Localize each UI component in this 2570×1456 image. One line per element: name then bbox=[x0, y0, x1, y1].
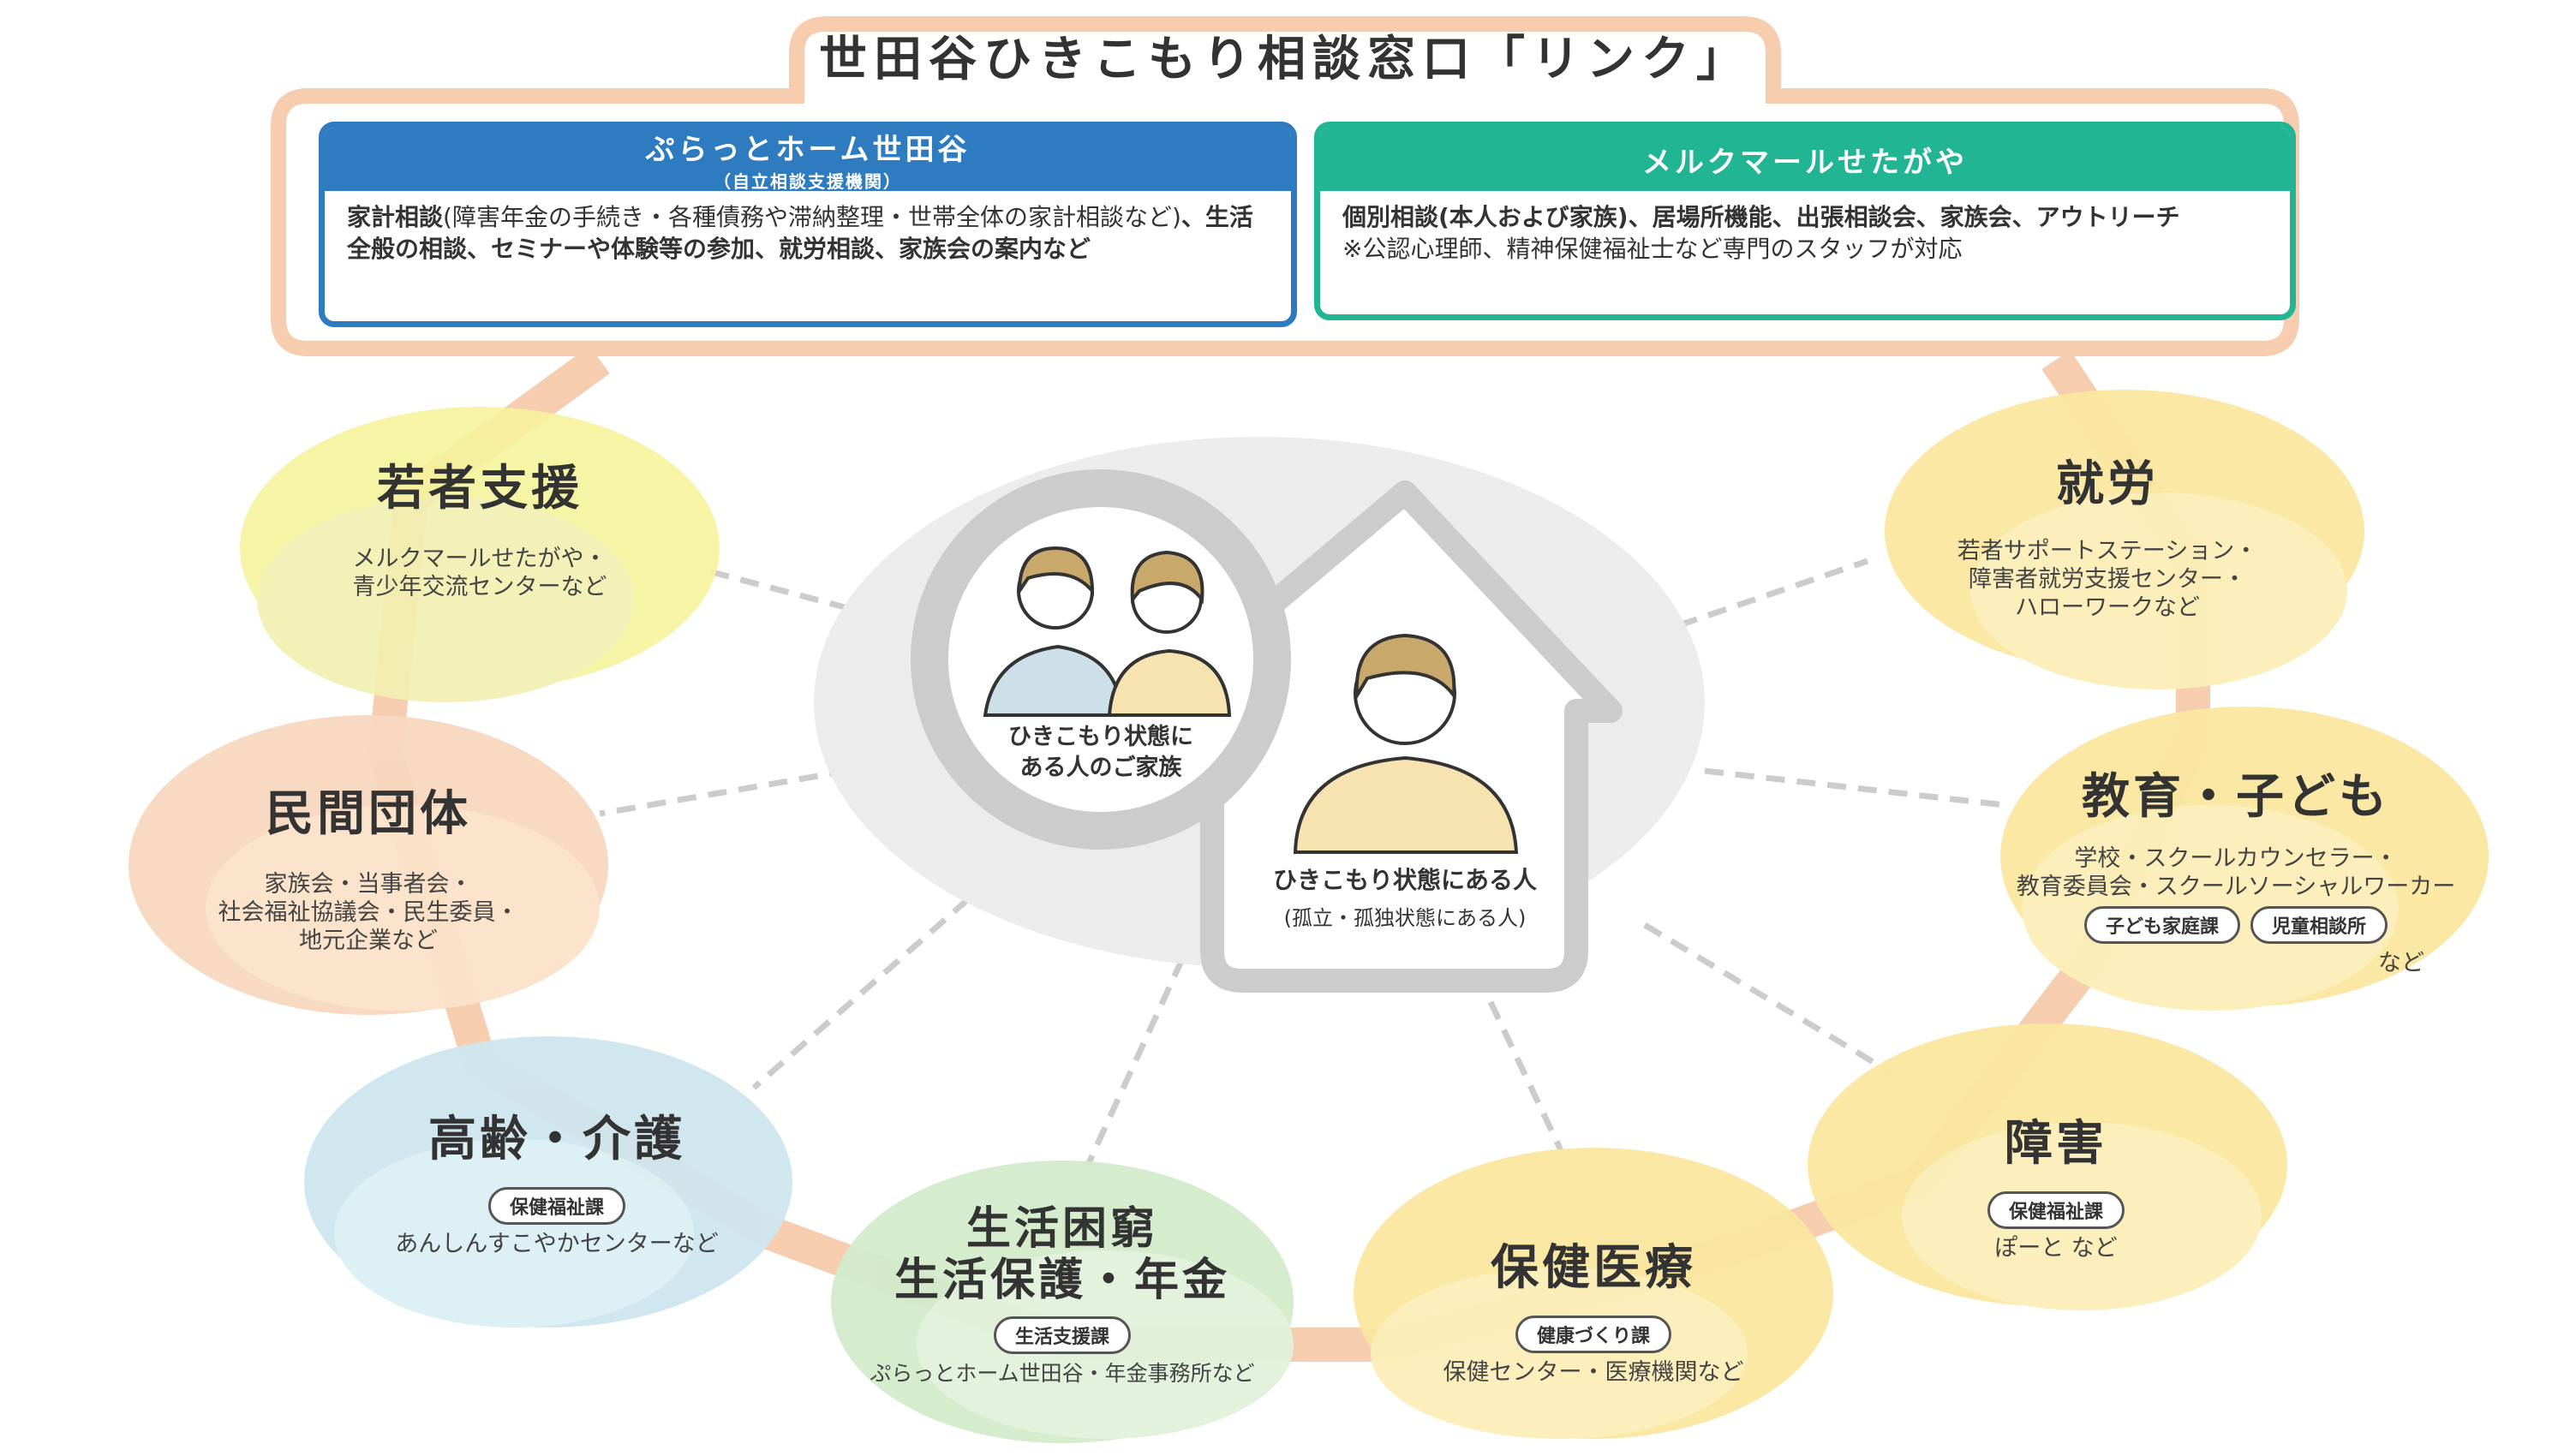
org-card-merkmal: メルクマールせたがや 個別相談(本人および家族)、居場所機能、出張相談会、家族会… bbox=[1314, 122, 2296, 320]
person-label: ひきこもり状態にある人 (孤立・孤独状態にある人) bbox=[1234, 862, 1576, 931]
cluster-desc: 保健センター・医療機関など bbox=[1443, 1359, 1744, 1386]
cluster-desc: 学校・スクールカウンセラー・ bbox=[2074, 845, 2398, 872]
org-card-header: メルクマールせたがや bbox=[1320, 128, 2290, 191]
private-blob bbox=[128, 715, 608, 1015]
org-card-plat-home: ぷらっとホーム世田谷 （自立相談支援機関） 家計相談(障害年金の手続き・各種債務… bbox=[319, 122, 1297, 327]
cluster-desc: 地元企業など bbox=[299, 928, 438, 954]
cluster-youth-support: 若者支援 メルクマールせたがや・ 青少年交流センターなど bbox=[283, 450, 677, 601]
cluster-poverty-pension: 生活困窮 生活保護・年金 生活支援課 ぷらっとホーム世田谷・年金事務所など bbox=[840, 1203, 1285, 1387]
org-name: メルクマールせたがや bbox=[1642, 145, 1968, 180]
cluster-desc: 青少年交流センターなど bbox=[352, 574, 607, 600]
department-tag: 子ども家庭課 bbox=[2083, 906, 2240, 944]
cluster-title: 高齢・介護 bbox=[428, 1112, 685, 1167]
cluster-desc: ぽーと など bbox=[1994, 1235, 2118, 1262]
cluster-desc: 社会福祉協議会・民生委員・ bbox=[218, 899, 519, 926]
org-subtitle: （自立相談支援機関） bbox=[714, 171, 902, 192]
org-description: 個別相談(本人および家族)、居場所機能、出張相談会、家族会、アウトリーチ ※公認… bbox=[1320, 191, 2290, 275]
cluster-desc: など bbox=[2378, 950, 2424, 976]
cluster-title: 教育・子ども bbox=[2082, 769, 2390, 825]
cluster-education-children: 教育・子ども 学校・スクールカウンセラー・ 教育委員会・スクールソーシャルワーカ… bbox=[2013, 758, 2459, 977]
cluster-health-medical: 保健医療 健康づくり課 保健センター・医療機関など bbox=[1388, 1229, 1799, 1387]
person-label-sub: (孤立・孤独状態にある人) bbox=[1283, 906, 1527, 930]
cluster-title: 生活困窮 bbox=[965, 1203, 1158, 1255]
cluster-title: 保健医療 bbox=[1491, 1240, 1696, 1296]
person-label-main: ひきこもり状態にある人 bbox=[1272, 866, 1537, 894]
work-blob bbox=[1885, 390, 2364, 689]
cluster-desc: 家族会・当事者会・ bbox=[264, 871, 473, 898]
disability-blob bbox=[1808, 1023, 2287, 1310]
cluster-title: 生活保護・年金 bbox=[894, 1255, 1230, 1306]
cluster-title: 障害 bbox=[2005, 1116, 2107, 1172]
cluster-title: 民間団体 bbox=[266, 786, 471, 842]
org-desc-note: ※公認心理師、精神保健福祉士など専門のスタッフが対応 bbox=[1342, 235, 1963, 263]
cluster-elderly-care: 高齢・介護 保健福祉課 あんしんすこやかセンターなど bbox=[343, 1101, 771, 1258]
family-illustration bbox=[983, 546, 1232, 717]
cluster-desc: 若者サポートステーション・ bbox=[1957, 538, 2258, 564]
org-card-header: ぷらっとホーム世田谷 （自立相談支援機関） bbox=[325, 128, 1291, 192]
cluster-desc: 障害者就労支援センター・ bbox=[1969, 566, 2246, 593]
cluster-employment: 就労 若者サポートステーション・ 障害者就労支援センター・ ハローワークなど bbox=[1910, 445, 2304, 622]
health-blob bbox=[1354, 1148, 1833, 1439]
department-tag: 児童相談所 bbox=[2250, 906, 2388, 944]
person-illustration bbox=[1293, 633, 1519, 854]
department-tag: 保健福祉課 bbox=[487, 1187, 625, 1225]
org-desc-line: 個別相談(本人および家族)、居場所機能、出張相談会、家族会、アウトリーチ bbox=[1342, 203, 2180, 231]
cluster-title: 若者支援 bbox=[377, 461, 583, 516]
dashed-connectors bbox=[599, 558, 2005, 1167]
cluster-desc: ハローワークなど bbox=[2015, 594, 2200, 621]
org-desc-part: 、生活全般の相談、セミナーや体験等の参加、就労相談、家族会の案内など bbox=[347, 203, 1253, 263]
cluster-title: 就労 bbox=[2056, 456, 2159, 512]
family-label: ひきこもり状態に ある人のご家族 bbox=[951, 722, 1251, 784]
org-desc-part: 家計相談 bbox=[347, 203, 444, 231]
cluster-disability: 障害 保健福祉課 ぽーと など bbox=[1885, 1105, 2227, 1262]
elderly-blob bbox=[304, 1036, 792, 1328]
youth-blob bbox=[240, 407, 720, 702]
department-tag: 健康づくり課 bbox=[1515, 1316, 1671, 1353]
family-label-line: ひきこもり状態に bbox=[1008, 724, 1193, 750]
family-label-line: ある人のご家族 bbox=[1019, 755, 1182, 781]
page-title: 世田谷ひきこもり相談窓口「リンク」 bbox=[819, 31, 1751, 87]
cluster-private-groups: 民間団体 家族会・当事者会・ 社会福祉協議会・民生委員・ 地元企業など bbox=[171, 775, 565, 955]
cluster-desc: ぷらっとホーム世田谷・年金事務所など bbox=[870, 1361, 1255, 1386]
department-tag: 保健福祉課 bbox=[1987, 1191, 2125, 1229]
cluster-desc: メルクマールせたがや・ bbox=[352, 546, 607, 572]
cluster-desc: 教育委員会・スクールソーシャルワーカー bbox=[2016, 874, 2456, 900]
org-name: ぷらっとホーム世田谷 bbox=[645, 133, 971, 167]
cluster-desc: あんしんすこやかセンターなど bbox=[395, 1231, 719, 1257]
org-desc-part: (障害年金の手続き・各種債務や滞納整理・世帯全体の家計相談など) bbox=[443, 203, 1181, 231]
org-description: 家計相談(障害年金の手続き・各種債務や滞納整理・世帯全体の家計相談など)、生活全… bbox=[325, 191, 1291, 275]
department-tag: 生活支援課 bbox=[993, 1316, 1131, 1354]
